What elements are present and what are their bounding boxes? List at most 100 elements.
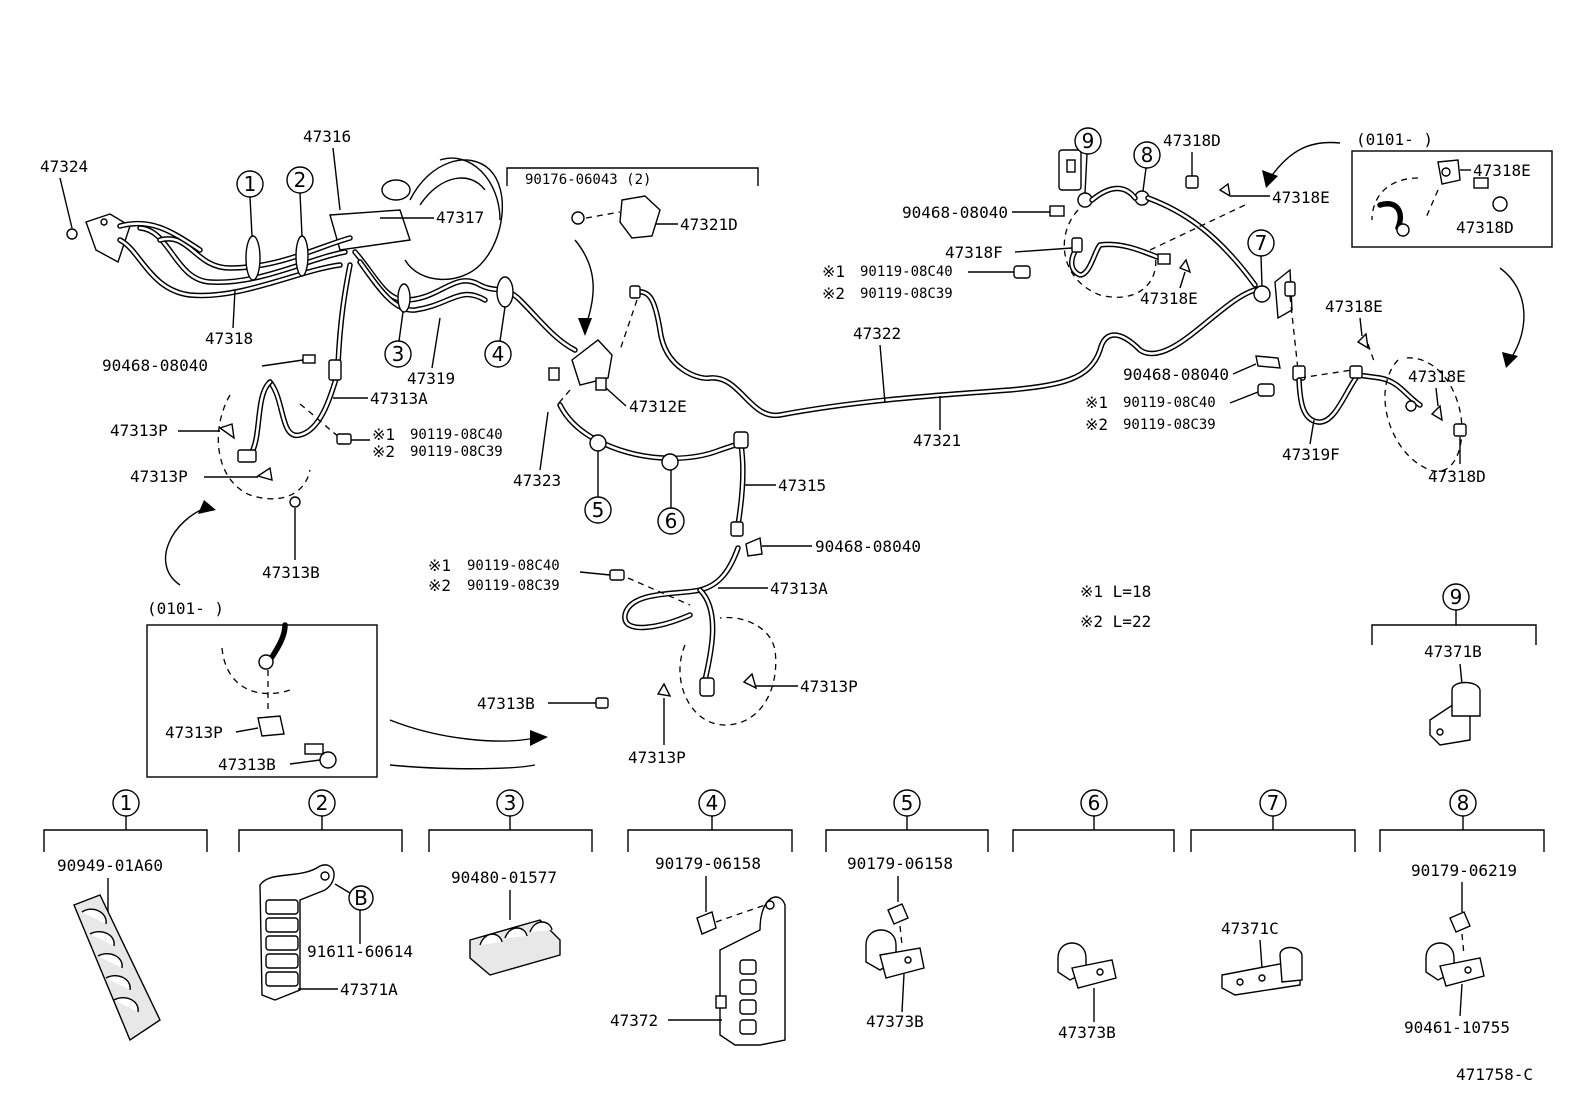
label-inset-left-47313P: 47313P (165, 723, 223, 742)
svg-text:6: 6 (1088, 791, 1101, 815)
brake-tube-47318 (335, 262, 353, 368)
svg-text:7: 7 (1267, 791, 1280, 815)
proportioning-valve-47312e (548, 299, 638, 405)
label-47313P-2: 47313P (130, 467, 188, 486)
brake-tube-bundle-front (117, 220, 353, 299)
label-90119-08C39-mid: 90119-08C39 (467, 578, 560, 594)
label-47316: 47316 (303, 127, 351, 146)
label-47371C: 47371C (1221, 919, 1279, 938)
mark-1-mid: ※1 (428, 556, 451, 575)
label-47319: 47319 (407, 369, 455, 388)
svg-text:4: 4 (706, 791, 719, 815)
label-47318F: 47318F (945, 243, 1003, 262)
clamp-4 (496, 276, 514, 308)
svg-text:9: 9 (1082, 129, 1095, 153)
label-90468-08040-c: 90468-08040 (902, 203, 1008, 222)
svg-text:2: 2 (294, 168, 307, 192)
label-90119-08C40-rt: 90119-08C40 (860, 264, 953, 280)
svg-text:2: 2 (316, 791, 329, 815)
detail-2: 2 B 91611-60614 47371A (238, 789, 413, 1001)
brake-tube-47321-47322 (633, 287, 1258, 418)
callout-B: B (354, 886, 368, 910)
svg-text:3: 3 (504, 791, 517, 815)
rear-right-hose-assembly (1253, 268, 1467, 472)
label-91611-60614: 91611-60614 (307, 942, 413, 961)
detail-4: 4 90179-06158 47372 (610, 789, 793, 1046)
note-l18: ※1 L=18 (1080, 582, 1151, 601)
clamp-2 (295, 235, 309, 277)
label-90480-01577: 90480-01577 (451, 868, 557, 887)
mark-2-top: ※2 (372, 442, 395, 461)
label-90119-08C40-mid: 90119-08C40 (467, 558, 560, 574)
label-47322: 47322 (853, 324, 901, 343)
label-47313A-top: 47313A (370, 389, 428, 408)
svg-text:8: 8 (1141, 143, 1154, 167)
callout-5-main: 5 (584, 451, 612, 524)
label-47318D-a: 47318D (1163, 131, 1221, 150)
svg-text:4: 4 (492, 342, 505, 366)
label-47313P-mid2: 47313P (628, 748, 686, 767)
bracket-47321d (506, 167, 759, 239)
label-47371B: 47371B (1424, 642, 1482, 661)
label-47324: 47324 (40, 157, 88, 176)
mark-2-rr: ※2 (1085, 415, 1108, 434)
label-90949-01A60: 90949-01A60 (57, 856, 163, 875)
detail-8: 8 90179-06219 90461-10755 (1379, 789, 1545, 1037)
svg-text:1: 1 (120, 791, 133, 815)
brake-tube-47319 (352, 249, 578, 353)
label-90179-06158-a: 90179-06158 (655, 854, 761, 873)
detail-6: 6 47373B (1012, 789, 1175, 1042)
label-inset-right-code: (0101- ) (1356, 130, 1433, 149)
label-90119-08C40-top: 90119-08C40 (410, 427, 503, 443)
rear-left-hose-assembly (1013, 149, 1258, 298)
label-inset-right-47318D: 47318D (1456, 218, 1514, 237)
mark-2-mid: ※2 (428, 576, 451, 595)
label-90119-08C39-top: 90119-08C39 (410, 444, 503, 460)
label-90468-08040-d: 90468-08040 (1123, 365, 1229, 384)
label-90176-06043: 90176-06043 (2) (525, 172, 651, 188)
mark-1-rr: ※1 (1085, 393, 1108, 412)
arrow-inset-left-right (389, 719, 536, 742)
callout-2-main: 2 (286, 166, 314, 237)
svg-text:1: 1 (244, 172, 257, 196)
label-90179-06158-b: 90179-06158 (847, 854, 953, 873)
front-right-hose-assembly (595, 536, 777, 726)
arrow-inset-right-top (1269, 141, 1341, 179)
arrow-inset-left-up (164, 505, 211, 586)
diagram-id: 471758-C (1456, 1065, 1533, 1084)
detail-9: 9 47371B (1371, 583, 1537, 746)
label-90119-08C39-rr: 90119-08C39 (1123, 417, 1216, 433)
callout-3-main: 3 (384, 311, 412, 368)
label-47373B-a: 47373B (866, 1012, 924, 1031)
label-90468-08040-b: 90468-08040 (815, 537, 921, 556)
brake-booster (329, 157, 503, 281)
label-47318: 47318 (205, 329, 253, 348)
clamp-6 (661, 453, 679, 471)
label-47318E-c: 47318E (1325, 297, 1383, 316)
label-90468-08040-a: 90468-08040 (102, 356, 208, 375)
label-inset-left-47313B: 47313B (218, 755, 276, 774)
brake-tube-47315 (730, 431, 749, 537)
arrow-to-valve (574, 239, 594, 329)
callout-9-main: 9 (1074, 127, 1102, 194)
arrow-inset-right-down (1499, 267, 1525, 361)
svg-text:5: 5 (592, 498, 605, 522)
clamp-1 (245, 235, 261, 281)
label-47313P-mid1: 47313P (800, 677, 858, 696)
label-47313P-1: 47313P (110, 421, 168, 440)
label-47321: 47321 (913, 431, 961, 450)
front-left-hose-assembly (217, 354, 352, 508)
detail-3: 3 90480-01577 (428, 789, 593, 976)
label-90119-08C40-rr: 90119-08C40 (1123, 395, 1216, 411)
label-47318E-b: 47318E (1272, 188, 1330, 207)
label-47318E-a: 47318E (1140, 289, 1198, 308)
callout-1-main: 1 (236, 170, 264, 237)
clamp-5 (589, 434, 607, 452)
label-47317: 47317 (436, 208, 484, 227)
label-47372: 47372 (610, 1011, 658, 1030)
label-47373B-b: 47373B (1058, 1023, 1116, 1042)
label-47313A-mid: 47313A (770, 579, 828, 598)
label-47323: 47323 (513, 471, 561, 490)
callout-6-main: 6 (657, 470, 685, 535)
